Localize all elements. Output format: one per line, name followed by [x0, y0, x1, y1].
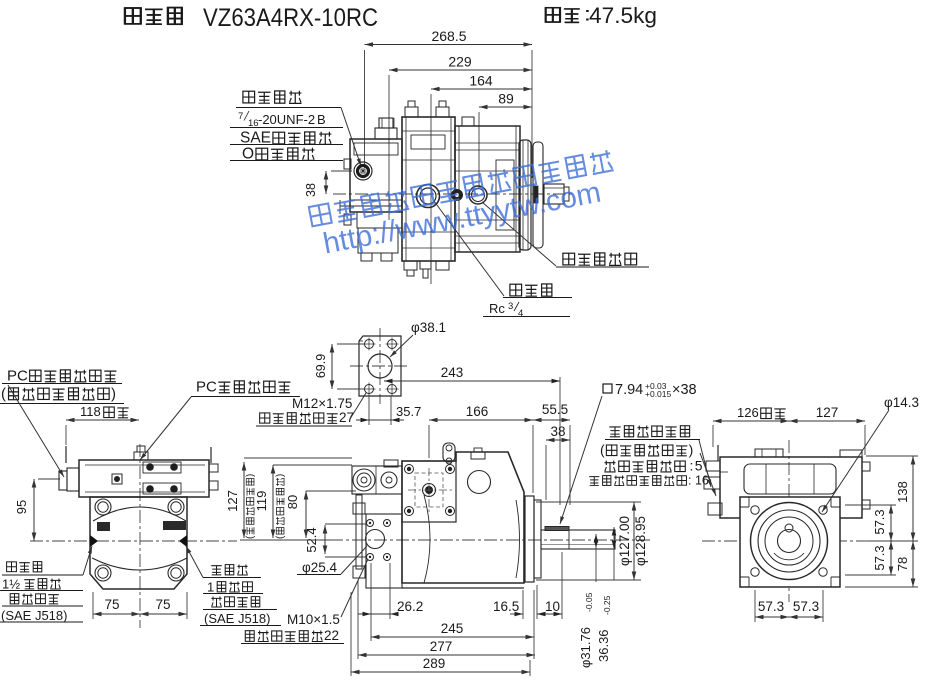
svg-text:166: 166 [466, 404, 489, 419]
svg-text:(SAE J518): (SAE J518) [1, 608, 67, 623]
svg-text:φ128.95: φ128.95 [633, 516, 648, 566]
svg-text:B: B [317, 112, 326, 127]
svg-text:164: 164 [469, 73, 493, 89]
svg-text:127: 127 [816, 405, 839, 420]
svg-text::: : [584, 5, 589, 26]
svg-text:277: 277 [430, 639, 453, 654]
svg-text:16.5: 16.5 [493, 599, 519, 614]
svg-text:φ38.1: φ38.1 [411, 320, 446, 335]
svg-text:): ) [245, 474, 256, 477]
svg-text:16: 16 [248, 118, 259, 129]
svg-text:φ127.00: φ127.00 [617, 516, 632, 566]
svg-text:: 16: : 16 [688, 473, 709, 487]
svg-text:M10×1.5: M10×1.5 [287, 612, 340, 627]
svg-text:4: 4 [518, 308, 523, 319]
svg-text:1½: 1½ [2, 577, 20, 592]
svg-text:(: ( [245, 535, 256, 539]
svg-text:φ31.76: φ31.76 [578, 627, 593, 668]
svg-text::: : [690, 457, 694, 473]
svg-text:243: 243 [441, 365, 464, 380]
svg-text:78: 78 [895, 557, 910, 571]
svg-text:80: 80 [285, 495, 300, 509]
svg-text:M12×1.75: M12×1.75 [292, 396, 352, 411]
svg-text:7.94: 7.94 [615, 382, 643, 398]
svg-text:126: 126 [737, 405, 759, 420]
svg-text:(: ( [1, 385, 6, 402]
svg-text:): ) [111, 385, 116, 402]
svg-text:55.5: 55.5 [542, 402, 568, 417]
svg-text:22: 22 [324, 628, 339, 643]
svg-text:-0.25: -0.25 [602, 595, 612, 615]
svg-text:(: ( [275, 535, 286, 539]
svg-text:245: 245 [441, 621, 464, 636]
svg-text:69.9: 69.9 [314, 354, 328, 378]
svg-text:27: 27 [339, 410, 354, 425]
svg-text:VZ63A4RX-10RC: VZ63A4RX-10RC [203, 4, 378, 32]
svg-text:O: O [242, 146, 254, 163]
svg-text:57.3: 57.3 [793, 599, 819, 614]
svg-text:75: 75 [155, 597, 170, 612]
svg-text:3: 3 [508, 301, 513, 312]
svg-text:38: 38 [550, 424, 565, 439]
svg-text:95: 95 [14, 500, 29, 514]
svg-text:289: 289 [423, 656, 446, 671]
svg-text:75: 75 [104, 597, 119, 612]
svg-text:(: ( [600, 441, 605, 457]
svg-text:26.2: 26.2 [397, 599, 423, 614]
svg-text:10: 10 [545, 599, 560, 614]
svg-text:φ25.4: φ25.4 [302, 560, 338, 575]
svg-text:×38: ×38 [672, 382, 697, 398]
svg-text:-0.05: -0.05 [584, 592, 594, 612]
svg-text:47.5kg: 47.5kg [589, 3, 657, 28]
svg-text:φ14.3: φ14.3 [884, 395, 919, 410]
svg-text:268.5: 268.5 [431, 28, 466, 44]
svg-text:+0.015: +0.015 [645, 389, 672, 399]
svg-text:57.3: 57.3 [758, 599, 784, 614]
svg-text:119: 119 [254, 491, 269, 512]
svg-text:57.3: 57.3 [872, 545, 887, 570]
svg-text:SAE: SAE [240, 130, 271, 147]
svg-text:): ) [275, 474, 286, 477]
svg-text:229: 229 [448, 54, 472, 70]
svg-text:PC: PC [7, 367, 28, 384]
svg-text:57.3: 57.3 [872, 509, 887, 534]
svg-text:PC: PC [196, 378, 217, 395]
svg-text:+0.03: +0.03 [645, 381, 667, 391]
svg-text:(SAE J518): (SAE J518) [204, 611, 270, 626]
svg-text:1: 1 [207, 580, 214, 595]
svg-text:127: 127 [225, 490, 240, 512]
svg-text:): ) [689, 441, 694, 457]
svg-text:-20UNF-2: -20UNF-2 [258, 112, 315, 127]
svg-text:7: 7 [238, 111, 243, 122]
svg-text:89: 89 [498, 91, 514, 107]
svg-text:5: 5 [695, 457, 703, 473]
svg-text:35.7: 35.7 [396, 404, 421, 419]
svg-text:138: 138 [895, 481, 910, 503]
svg-text:Rc: Rc [489, 301, 505, 316]
svg-text:118: 118 [80, 404, 101, 419]
svg-text::: : [585, 5, 590, 26]
svg-text:36.36: 36.36 [596, 629, 611, 662]
svg-text:38: 38 [304, 183, 318, 197]
